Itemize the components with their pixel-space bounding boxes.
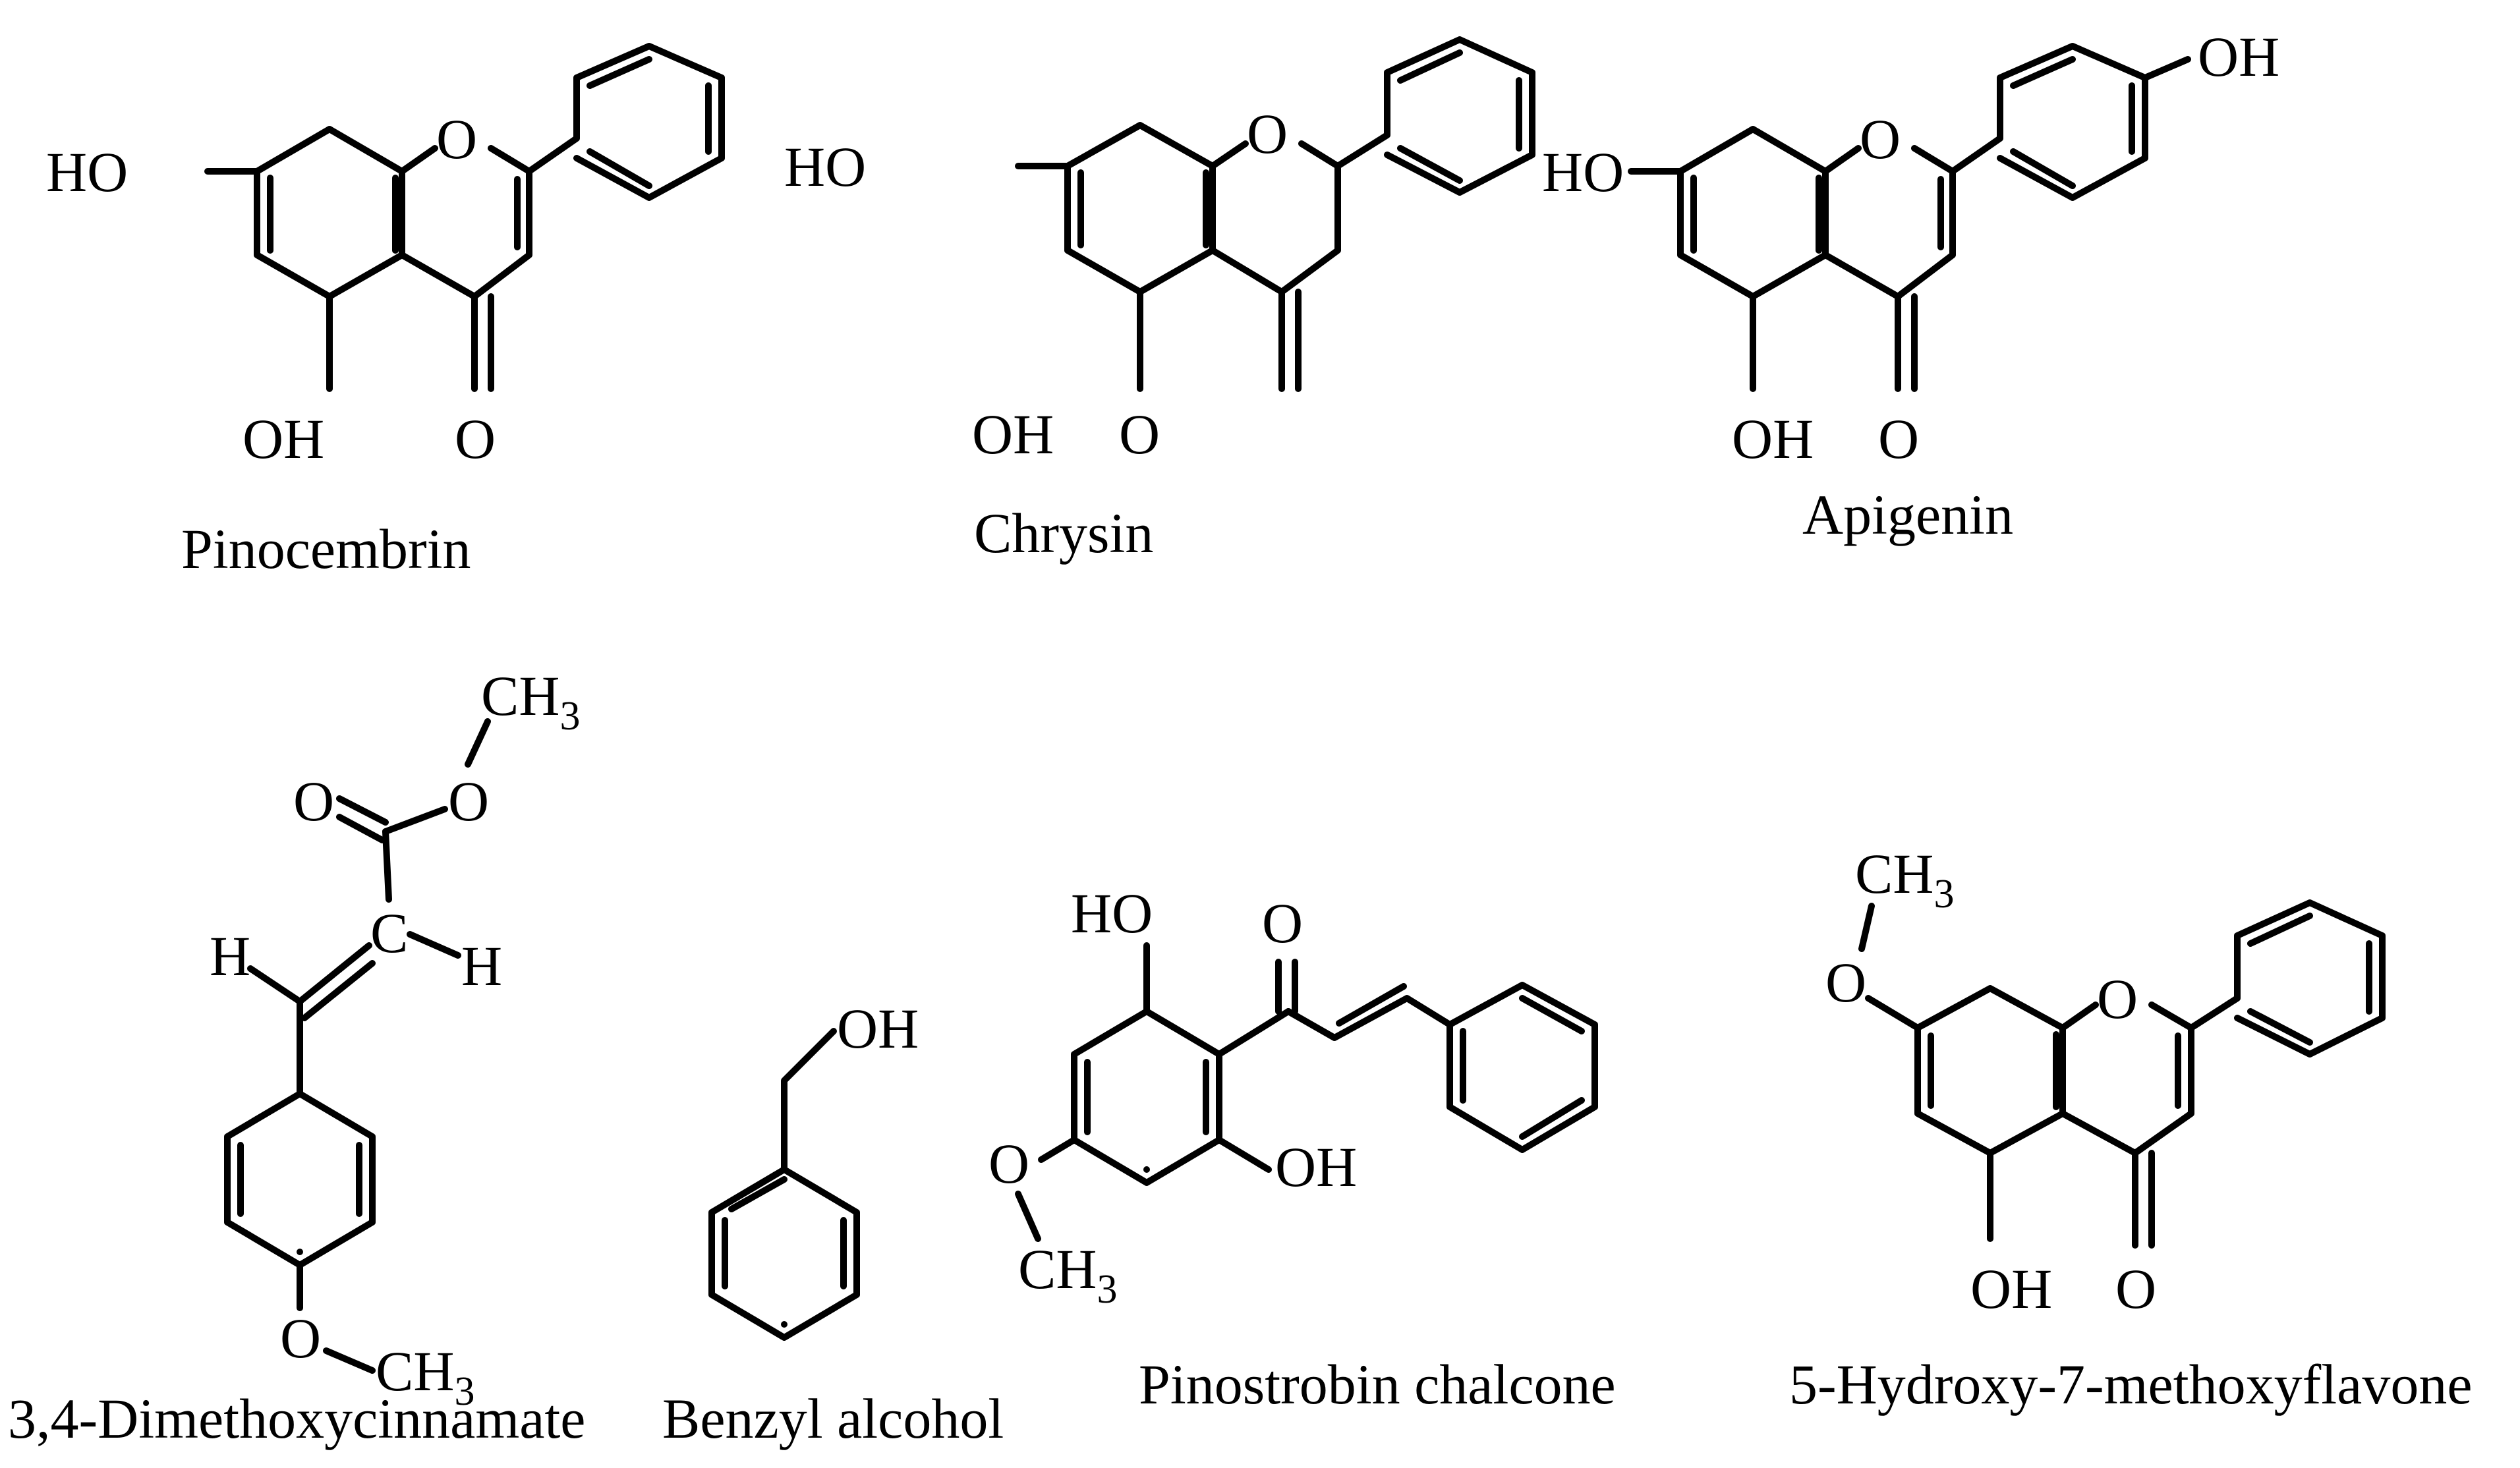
structure-hydroxy-methoxyflavone: CH3 O O OH O: [1825, 842, 2386, 1320]
atom-ho: HO: [1071, 882, 1153, 945]
atom-oh: OH: [1732, 407, 1814, 470]
atom-oh: OH: [972, 403, 1054, 466]
atom-ho: HO: [46, 140, 128, 204]
atom-o: O: [455, 407, 496, 470]
atom-oh: OH: [1970, 1257, 2052, 1320]
atom-ch3: CH3: [376, 1340, 474, 1414]
atom-o: O: [1119, 403, 1160, 466]
atom-o: O: [2097, 967, 2138, 1030]
atom-o: O: [2115, 1257, 2156, 1320]
label-pinostrobin-chalcone: Pinostrobin chalcone: [1139, 1353, 1616, 1416]
atom-ho: HO: [784, 135, 866, 198]
label-apigenin: Apigenin: [1802, 483, 2013, 546]
atom-oh: OH: [1275, 1135, 1357, 1199]
structure-dimethoxycinnamate: CH3 O O C H H O CH3: [210, 664, 580, 1414]
atom-o: O: [280, 1307, 321, 1370]
atom-h: H: [210, 924, 250, 988]
atom-o: O: [293, 770, 334, 833]
atom-oh: OH: [243, 407, 324, 470]
atom-o: O: [1247, 102, 1288, 165]
atom-ch3: CH3: [1855, 842, 1954, 917]
label-dimethoxycinnamate: 3,4-Dimethoxycinnamate: [8, 1387, 585, 1450]
atom-o: O: [1262, 891, 1303, 955]
label-pinocembrin: Pinocembrin: [181, 517, 471, 580]
atom-ch3: CH3: [1018, 1237, 1117, 1312]
label-benzyl-alcohol: Benzyl alcohol: [662, 1387, 1004, 1450]
structure-apigenin: HO O OH O OH: [1542, 25, 2279, 470]
atom-o: O: [1860, 107, 1901, 171]
structure-pinocembrin: HO O OH O: [46, 43, 725, 470]
structure-benzyl-alcohol: OH: [708, 997, 919, 1341]
atom-oh: OH: [837, 997, 919, 1060]
label-hydroxy-methoxyflavone: 5-Hydroxy-7-methoxyflavone: [1789, 1353, 2473, 1416]
atom-c: C: [370, 901, 408, 965]
atom-ho: HO: [1542, 140, 1624, 204]
atom-ch3: CH3: [481, 664, 580, 739]
atom-oh: OH: [2198, 25, 2279, 88]
atom-h: H: [461, 934, 502, 998]
atom-o: O: [1825, 951, 1866, 1014]
atom-o: O: [436, 107, 477, 171]
structure-pinostrobin-chalcone: HO OH O CH3 O: [988, 882, 1598, 1312]
atom-o: O: [988, 1132, 1029, 1195]
atom-o: O: [1878, 407, 1919, 470]
atom-o: O: [448, 770, 489, 833]
structure-chrysin: HO O OH O: [784, 36, 1535, 466]
label-chrysin: Chrysin: [974, 501, 1153, 565]
